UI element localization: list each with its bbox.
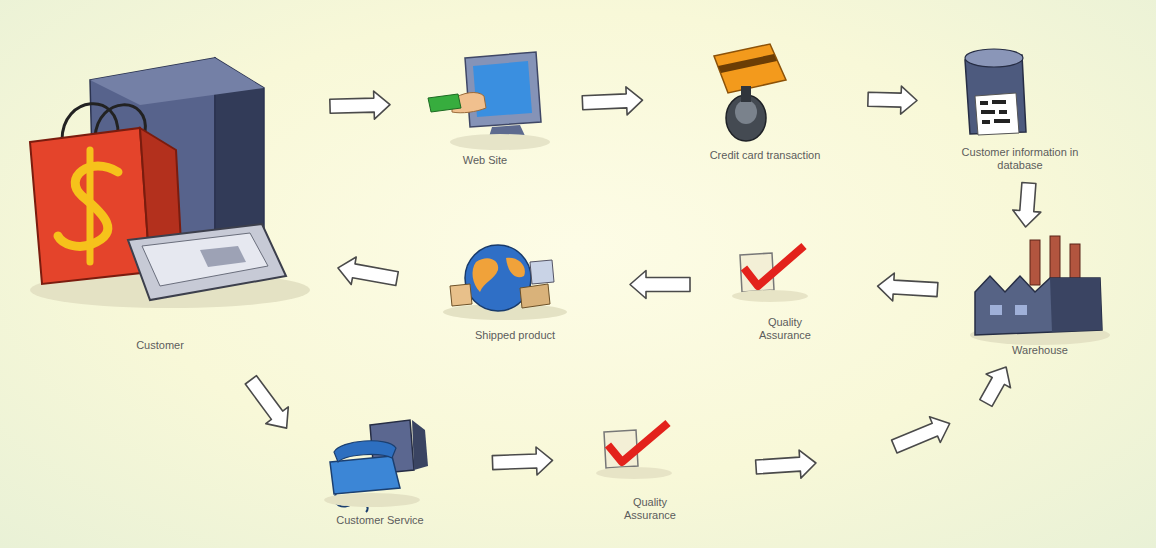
card-reader-slot — [735, 100, 757, 124]
step-label: Customer — [136, 339, 184, 353]
check-mark — [608, 423, 668, 462]
flow-step: Quality Assurance — [590, 415, 710, 525]
flow-arrow — [338, 257, 398, 286]
warehouse-side — [1050, 278, 1102, 332]
block-arrow — [630, 271, 690, 299]
warehouse-building — [975, 276, 1102, 335]
monitor-side — [412, 420, 428, 470]
flow-arrow — [756, 367, 1011, 478]
keyboard-pad — [200, 246, 246, 267]
phone-illustration — [324, 420, 428, 512]
data-bits — [999, 110, 1007, 114]
customer-illustration — [30, 58, 310, 308]
card — [714, 44, 786, 93]
check-illustration — [596, 423, 672, 479]
data-bits — [992, 100, 1006, 104]
card-reader-illustration — [714, 44, 786, 141]
flow-step: Credit card transaction — [670, 45, 860, 165]
step-label: Customer Service — [336, 514, 423, 528]
flow-arrow — [1013, 183, 1041, 228]
shadow — [450, 134, 550, 150]
step-label: Customer information in database — [955, 146, 1085, 174]
parcel — [450, 284, 472, 306]
shadow — [596, 467, 672, 479]
shadow — [732, 290, 808, 302]
tower-top — [90, 58, 264, 105]
block-arrow — [1013, 183, 1041, 228]
flow-arrow — [245, 376, 288, 428]
flow-arrow — [582, 87, 642, 115]
website-illustration — [428, 52, 550, 150]
data-bits — [994, 119, 1010, 123]
data-bits — [982, 120, 990, 124]
bag-front — [30, 128, 150, 284]
step-label: Warehouse — [1012, 344, 1068, 358]
step-label: Quality Assurance — [615, 496, 685, 524]
flow-step: Quality Assurance — [720, 235, 850, 345]
flow-arrow — [492, 447, 552, 475]
continent — [473, 258, 499, 292]
block-arrow — [582, 87, 642, 115]
step-label: Shipped product — [475, 329, 555, 343]
block-arrow — [492, 447, 552, 475]
chimney — [1050, 236, 1060, 284]
globe-illustration — [443, 245, 567, 320]
window — [1015, 305, 1027, 315]
card-reader-neck — [741, 86, 751, 102]
database-illustration — [965, 49, 1026, 135]
flow-step: Web Site — [415, 50, 555, 170]
phone-base — [330, 456, 400, 494]
credit-card — [428, 94, 461, 112]
flow-step: Customer information in database — [925, 40, 1115, 175]
block-arrow — [756, 450, 816, 478]
database-top — [965, 49, 1023, 67]
dollar-sign — [87, 150, 94, 262]
shadow — [324, 493, 420, 507]
phone-handset — [334, 441, 396, 462]
continent — [506, 258, 525, 277]
printout — [975, 93, 1019, 135]
flow-step: Warehouse — [965, 235, 1115, 360]
flow-arrow — [330, 91, 390, 119]
warehouse-illustration — [970, 236, 1110, 345]
block-arrow — [868, 86, 917, 114]
block-arrow — [245, 376, 288, 428]
block-arrow — [980, 367, 1011, 406]
keyboard-keys — [142, 233, 268, 286]
block-arrow — [330, 91, 390, 119]
chimney — [1030, 240, 1040, 285]
step-label: Quality Assurance — [750, 316, 820, 344]
flow-step: Customer — [15, 45, 305, 355]
flow-arrow — [868, 86, 917, 114]
flow-arrow — [630, 271, 690, 299]
data-bits — [980, 101, 988, 105]
keyboard — [128, 224, 286, 300]
parcel — [520, 284, 550, 308]
block-arrow — [878, 273, 938, 301]
flow-arrow — [878, 273, 938, 301]
data-bits — [981, 110, 995, 114]
step-label: Credit card transaction — [710, 149, 821, 163]
window — [990, 305, 1002, 315]
block-arrow — [338, 257, 398, 286]
flow-step: Shipped product — [430, 235, 600, 345]
check-mark — [744, 246, 804, 286]
flow-step: Customer Service — [305, 420, 455, 530]
check-illustration — [732, 246, 808, 302]
card-stripe — [718, 54, 777, 73]
block-arrow — [892, 417, 950, 453]
parcel — [530, 260, 554, 284]
monitor — [465, 52, 541, 127]
step-label: Web Site — [463, 154, 507, 168]
